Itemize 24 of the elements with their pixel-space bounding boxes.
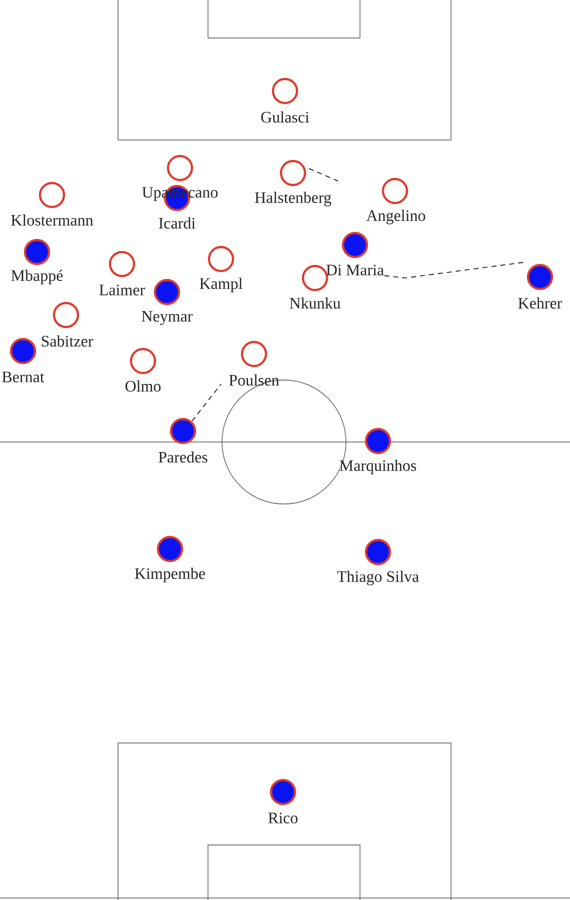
player-name: Marquinhos bbox=[340, 460, 416, 474]
player-name: Mbappé bbox=[11, 270, 63, 284]
player-name: Olmo bbox=[125, 380, 161, 392]
player-name: Rico bbox=[268, 812, 298, 824]
player-name: Laimer bbox=[99, 284, 145, 296]
player-name: Angelino bbox=[366, 210, 426, 224]
player-name: Paredes bbox=[158, 451, 208, 463]
player-name: Di Maria bbox=[326, 264, 384, 276]
run-line bbox=[308, 168, 338, 182]
run-line bbox=[192, 384, 222, 422]
player-name: Klostermann bbox=[11, 214, 94, 226]
player-name: Sabitzer bbox=[42, 335, 94, 347]
run-line bbox=[384, 262, 526, 278]
player-name: Halstenberg bbox=[254, 192, 332, 206]
player-name: Bernat bbox=[2, 372, 44, 382]
player-name: Kampl bbox=[200, 278, 242, 292]
player-name: Poulsen bbox=[229, 374, 280, 386]
player-name: Icardi bbox=[158, 217, 196, 229]
player-name: Kimpembe bbox=[134, 568, 205, 582]
player-name: Nkunku bbox=[290, 297, 340, 309]
player-name: Thiago Silva bbox=[337, 570, 419, 586]
player-name: Gulasci bbox=[261, 111, 310, 123]
player-name: Neymar bbox=[142, 311, 193, 325]
player-name: Kehrer bbox=[518, 297, 562, 309]
